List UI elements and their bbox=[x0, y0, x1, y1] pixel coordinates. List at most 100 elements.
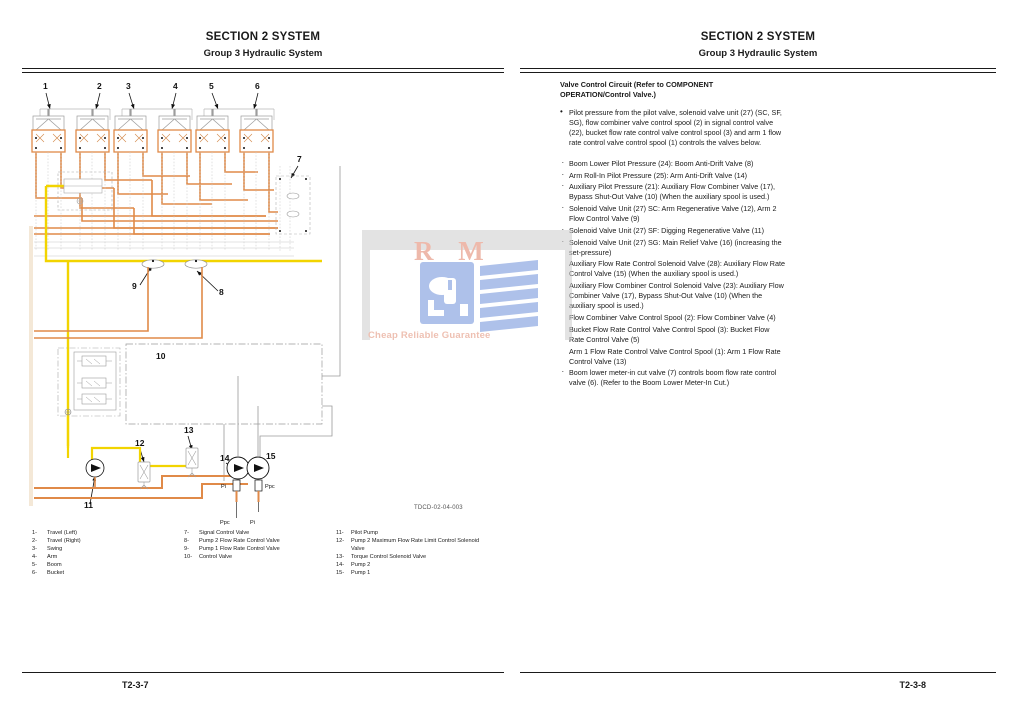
callout-7: 7 bbox=[297, 154, 302, 164]
dash-marker: · bbox=[561, 345, 565, 355]
key-label: Bucket bbox=[47, 569, 65, 576]
dash-marker: · bbox=[561, 312, 565, 322]
key-column-2: 7- Signal Control Valve 8- Pump 2 Flow Rat… bbox=[184, 530, 336, 578]
right-header-rule-top bbox=[520, 68, 996, 69]
key-number: 1- bbox=[32, 530, 37, 536]
list-item-text: Solenoid Valve Unit (27) SF: Digging Reg… bbox=[569, 225, 764, 235]
list-item-text: Auxiliary Flow Rate Control Solenoid Val… bbox=[569, 259, 785, 279]
right-footer-rule bbox=[520, 672, 996, 673]
key-label: Control Valve bbox=[199, 553, 233, 560]
key-item: 5-Boom bbox=[32, 562, 184, 570]
key-label: Pump 2 Flow Rate Control Valve bbox=[199, 537, 280, 544]
list-item-text: Boom lower meter-in cut valve (7) contro… bbox=[569, 368, 777, 388]
valve-control-bullet-list: ·Boom Lower Pilot Pressure (24): Boom An… bbox=[560, 158, 786, 389]
right-header-section: SECTION 2 SYSTEM bbox=[700, 31, 816, 43]
port-label-pi-bottom: Pi bbox=[250, 520, 255, 526]
right-page-number: T2-3-8 bbox=[899, 680, 926, 690]
key-item: 13-Torque Control Solenoid Valve bbox=[336, 554, 488, 562]
callout-4: 4 bbox=[173, 81, 178, 91]
key-item: 3- Swing bbox=[32, 546, 184, 554]
key-label: Signal Control Valve bbox=[199, 530, 250, 536]
key-item: 9- Pump 1 Flow Rate Control Valve bbox=[184, 546, 336, 554]
left-page: SECTION 2 SYSTEM Group 3 Hydraulic Syste… bbox=[22, 0, 504, 724]
key-item: 1-Travel (Left) bbox=[32, 530, 184, 538]
dash-marker: · bbox=[561, 280, 565, 290]
callout-15: 15 bbox=[266, 451, 276, 461]
key-number: 15- bbox=[336, 569, 345, 576]
bullet-marker: • bbox=[560, 107, 563, 117]
key-item: 6- Bucket bbox=[32, 570, 184, 578]
callout-9: 9 bbox=[132, 281, 137, 291]
list-item: · Boom lower meter-in cut valve (7) contr… bbox=[560, 367, 786, 388]
key-label: Pump 2 Maximum Flow Rate Limit Control S… bbox=[351, 537, 480, 552]
hydraulic-circuit-diagram: 1 2 3 4 5 6 7 8 9 10 11 12 13 14 15 bbox=[22, 76, 504, 526]
right-page: SECTION 2 SYSTEM Group 3 Hydraulic Syste… bbox=[520, 0, 996, 724]
key-number: 5- bbox=[32, 561, 37, 568]
key-label: Travel (Right) bbox=[47, 537, 81, 544]
key-number: 7- bbox=[184, 530, 189, 536]
callout-10: 10 bbox=[156, 351, 166, 361]
key-label: Torque Control Solenoid Valve bbox=[351, 553, 427, 560]
key-item: 7- Signal Control Valve bbox=[184, 530, 336, 538]
right-header-group: Group 3 Hydraulic System bbox=[698, 48, 818, 59]
key-number: 8- bbox=[184, 537, 189, 544]
figure-caption: TDCD-02-04-003 bbox=[414, 505, 463, 511]
key-number: 14- bbox=[336, 561, 345, 568]
dash-marker: · bbox=[561, 181, 565, 191]
key-label: Pump 1 Flow Rate Control Valve bbox=[199, 545, 280, 552]
key-number: 6- bbox=[32, 569, 37, 576]
key-column-1: 1-Travel (Left) 2- Travel (Right) 3- Swing… bbox=[32, 530, 184, 578]
list-item: ·Auxiliary Flow Combiner Control Solenoi… bbox=[560, 280, 786, 311]
valve-control-circuit-section: Valve Control Circuit (Refer to COMPONEN… bbox=[560, 80, 786, 390]
key-label: Pump 2 bbox=[351, 561, 371, 568]
dash-marker: · bbox=[561, 367, 565, 377]
left-page-header: SECTION 2 SYSTEM Group 3 Hydraulic Syste… bbox=[22, 30, 504, 61]
dash-marker: · bbox=[561, 258, 565, 268]
list-item: · Bucket Flow Rate Control Valve Control … bbox=[560, 323, 786, 345]
list-item-text: Bucket Flow Rate Control Valve Control S… bbox=[569, 324, 770, 344]
dash-marker: · bbox=[561, 169, 565, 179]
list-item: · Arm Roll-In Pilot Pressure (25): Arm An… bbox=[560, 169, 786, 181]
key-item: 14- Pump 2 bbox=[336, 562, 488, 570]
dash-marker: · bbox=[561, 203, 565, 213]
list-item-text: Arm 1 Flow Rate Control Valve Control Sp… bbox=[569, 346, 781, 366]
list-item-text: Flow Combiner Valve Control Spool (2): F… bbox=[569, 313, 776, 323]
key-number: 10- bbox=[184, 553, 193, 560]
left-footer-rule bbox=[22, 672, 504, 673]
left-page-number: T2-3-7 bbox=[122, 680, 149, 690]
callout-3: 3 bbox=[126, 81, 131, 91]
key-label: Pump 1 bbox=[351, 569, 371, 576]
key-number: 3- bbox=[32, 545, 37, 552]
port-label-ppc-bottom: Ppc bbox=[220, 520, 230, 526]
list-item: · Solenoid Valve Unit (27) SC: Arm Regene… bbox=[560, 203, 786, 224]
key-item: 15- Pump 1 bbox=[336, 570, 488, 578]
figure-key: 1-Travel (Left) 2- Travel (Right) 3- Swing… bbox=[32, 530, 492, 578]
list-item-text: Arm Roll-In Pilot Pressure (25): Arm Ant… bbox=[569, 170, 748, 180]
callout-5: 5 bbox=[209, 81, 214, 91]
key-item: 4- Arm bbox=[32, 554, 184, 562]
key-label: Pilot Pump bbox=[351, 530, 379, 536]
key-number: 2- bbox=[32, 537, 37, 544]
key-label: Swing bbox=[47, 545, 63, 552]
callout-1: 1 bbox=[43, 81, 48, 91]
key-number: 4- bbox=[32, 553, 37, 560]
port-label-ppc-right: Ppc bbox=[265, 484, 275, 490]
key-item: 12- Pump 2 Maximum Flow Rate Limit Contro… bbox=[336, 538, 488, 553]
dash-marker: · bbox=[561, 323, 565, 333]
list-item: ·Boom Lower Pilot Pressure (24): Boom An… bbox=[560, 158, 786, 169]
callout-14: 14 bbox=[220, 453, 230, 463]
key-number: 11- bbox=[336, 530, 344, 536]
list-item-text: Solenoid Valve Unit (27) SG: Main Relief… bbox=[569, 237, 782, 257]
key-number: 12- bbox=[336, 537, 345, 544]
list-item-text: Auxiliary Pilot Pressure (21): Auxiliary… bbox=[569, 182, 775, 202]
callout-12: 12 bbox=[135, 438, 145, 448]
key-label: Arm bbox=[47, 553, 58, 560]
callout-6: 6 bbox=[255, 81, 260, 91]
left-header-group: Group 3 Hydraulic System bbox=[203, 48, 323, 59]
callout-13: 13 bbox=[184, 425, 194, 435]
list-item-text: Solenoid Valve Unit (27) SC: Arm Regener… bbox=[569, 204, 777, 224]
intro-paragraph: • Pilot pressure from the pilot valve, s… bbox=[560, 107, 786, 148]
right-page-header: SECTION 2 SYSTEM Group 3 Hydraulic Syste… bbox=[520, 30, 996, 61]
key-number: 9- bbox=[184, 545, 189, 552]
key-item: 2- Travel (Right) bbox=[32, 538, 184, 546]
